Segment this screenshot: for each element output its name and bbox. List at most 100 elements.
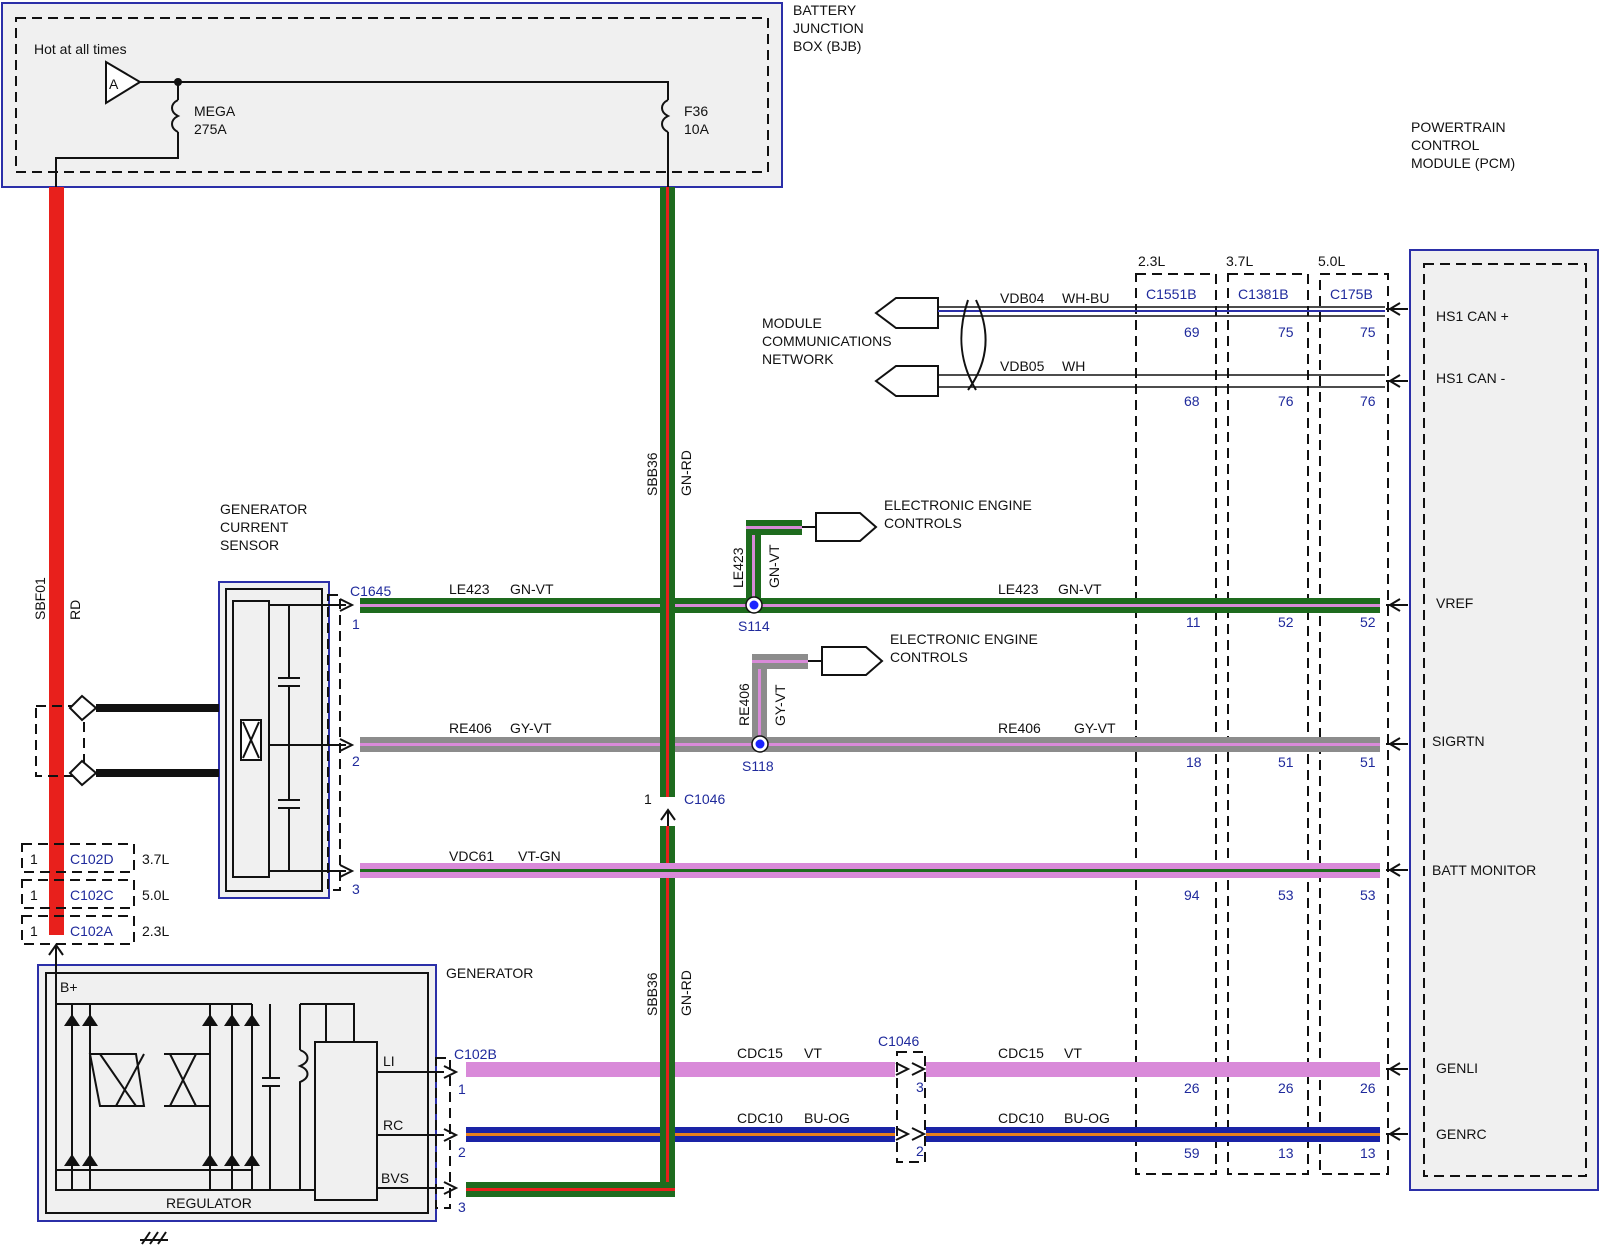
pcm-title-line3: MODULE (PCM) [1411,155,1515,171]
pcm-pin-genli: GENLI [1436,1060,1478,1076]
wire-sbb36: SBB36 GN-RD SBB36 GN-RD 1 C1046 [466,187,725,1197]
sbb36-circuit-top: SBB36 [644,452,660,496]
wire-cdc10: CDC10 BU-OG CDC10 BU-OG [466,1110,1408,1142]
wire-sbb36-crossing-low [660,1055,675,1150]
splice-s118-label: S118 [742,758,774,774]
c102d-pin: 1 [30,851,38,867]
pin-number: 51 [1278,754,1294,770]
pin-number: 94 [1184,887,1200,903]
c102c-name: C102C [70,887,114,903]
sbf01-color: RD [67,600,83,620]
sbb36-circuit-bottom: SBB36 [644,972,660,1016]
generator: GENERATOR B+ REGULATOR LI RC BVS C102B 1… [37,962,533,1245]
can-minus-color: WH [1062,358,1085,374]
generator-bplus-label: B+ [60,979,78,995]
regulator-label: REGULATOR [166,1195,252,1211]
battery-terminal-icon [68,759,98,787]
pcm-pin-hs1-can-plus: HS1 CAN + [1436,308,1509,324]
c1046-inline-connector: C1046 3 2 [878,1033,926,1163]
network-title-line2: COMMUNICATIONS [762,333,892,349]
pcm-pin-numbers: 69 75 75 68 76 76 11 52 52 18 51 51 94 5… [1184,324,1376,1161]
cdc10-color-b: BU-OG [1064,1110,1110,1126]
wire-le423: ELECTRONIC ENGINE CONTROLS S114 LE423 GN… [360,497,1408,634]
c102a-pin: 1 [30,923,38,939]
wire-vdc61: VDC61 VT-GN [360,848,1408,878]
can-plus-module-connector-icon [874,297,939,329]
c1046-label-inline: C1046 [878,1033,919,1049]
re406-color-branch: GY-VT [772,684,788,726]
le423-circuit-b: LE423 [998,581,1039,597]
bjb-title-line1: BATTERY [793,2,857,18]
pin-number: 13 [1278,1145,1294,1161]
eec-label-b-line2: CONTROLS [890,649,968,665]
cdc15-circuit-b: CDC15 [998,1045,1044,1061]
pin-number: 76 [1278,393,1294,409]
cdc10-circuit-b: CDC10 [998,1110,1044,1126]
power-source-label: A [109,76,119,92]
connector-c1551b: C1551B [1146,286,1197,302]
mega-fuse-label-line1: MEGA [194,103,236,119]
variant-label-2-3l: 2.3L [1138,253,1165,269]
can-minus-circuit: VDB05 [1000,358,1045,374]
rotor-winding-icon [164,1053,210,1107]
cdc15-color-a: VT [804,1045,822,1061]
variant-label-5-0l: 5.0L [1318,253,1345,269]
eec-label-a-line1: ELECTRONIC ENGINE [884,497,1032,513]
sensor-pin-1: 1 [352,616,360,632]
pcm-pin-sigrtn: SIGRTN [1432,733,1485,749]
pin-number: 53 [1360,887,1376,903]
pin-number: 52 [1360,614,1376,630]
hot-at-all-times-label: Hot at all times [34,41,127,57]
pin-number: 68 [1184,393,1200,409]
f36-fuse-label-line2: 10A [684,121,710,137]
re406-color-b: GY-VT [1074,720,1116,736]
pcm-pin-batt-monitor: BATT MONITOR [1432,862,1536,878]
sensor-title-line1: GENERATOR [220,501,307,517]
c1046-label-top: C1046 [684,791,725,807]
wire-cdc15: CDC15 VT CDC15 VT [466,1045,1408,1077]
network-title-line1: MODULE [762,315,822,331]
pin-number: 75 [1360,324,1376,340]
pcm-title-line2: CONTROL [1411,137,1480,153]
eec-connector-icon-b [821,646,884,676]
c1046-pin-li: 3 [916,1079,924,1095]
connector-c1381b: C1381B [1238,286,1289,302]
pin-number: 76 [1360,393,1376,409]
battery-junction-box: BATTERY JUNCTION BOX (BJB) Hot at all ti… [1,2,864,190]
cdc10-circuit-a: CDC10 [737,1110,783,1126]
c102-connectors: 1 C102D 3.7L 1 C102C 5.0L 1 C102A 2.3L [21,843,169,945]
re406-circuit-b: RE406 [998,720,1041,736]
pin-number: 13 [1360,1145,1376,1161]
battery-terminal-icon [68,694,98,722]
bjb-title-line2: JUNCTION [793,20,864,36]
pcm-pin-hs1-can-minus: HS1 CAN - [1436,370,1506,386]
sensor-title-line2: CURRENT [220,519,289,535]
generator-title: GENERATOR [446,965,533,981]
pin-number: 69 [1184,324,1200,340]
eec-label-a-line2: CONTROLS [884,515,962,531]
pin-number: 26 [1360,1080,1376,1096]
can-plus-circuit: VDB04 [1000,290,1045,306]
sensor-connector-c1645: C1645 [350,583,391,599]
sensor-pin-3: 3 [352,881,360,897]
vdc61-color: VT-GN [518,848,561,864]
generator-current-sensor: GENERATOR CURRENT SENSOR C1645 1 2 3 [218,501,391,899]
pcm-pin-genrc: GENRC [1436,1126,1487,1142]
terminal-li: LI [383,1053,395,1069]
f36-fuse-icon [661,99,671,133]
can-network: MODULE COMMUNICATIONS NETWORK VDB04 WH-B… [762,290,1408,397]
eec-connector-icon-a [815,512,878,542]
le423-color-branch: GN-VT [766,544,782,588]
diode-icon [64,1154,260,1166]
power-source-icon [105,60,142,105]
connector-c175b: C175B [1330,286,1373,302]
stator-winding-icon [88,1053,146,1107]
le423-color-a: GN-VT [510,581,554,597]
mega-fuse-label-line2: 275A [194,121,227,137]
re406-color-a: GY-VT [510,720,552,736]
sbb36-color-top: GN-RD [678,450,694,496]
pin-number: 26 [1278,1080,1294,1096]
generator-pin-3: 3 [458,1199,466,1215]
bjb-title-line3: BOX (BJB) [793,38,861,54]
